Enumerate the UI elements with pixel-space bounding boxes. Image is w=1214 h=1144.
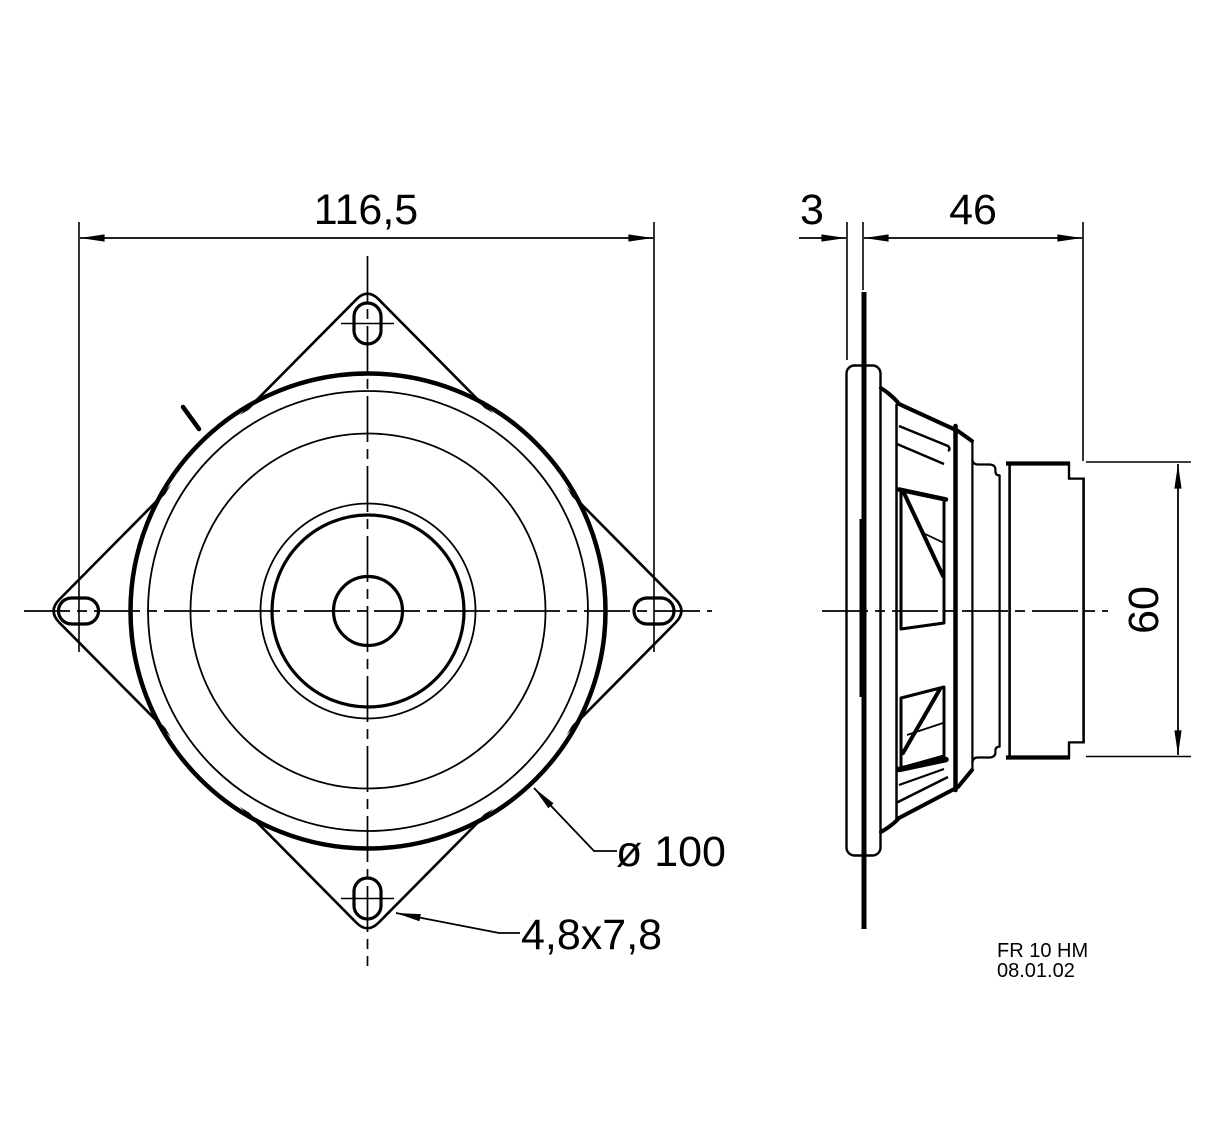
basket-window-top bbox=[899, 488, 946, 631]
window-bottom-brace bbox=[901, 687, 942, 755]
title-block: FR 10 HM 08.01.02 bbox=[997, 940, 1088, 982]
dim-text-60: 60 bbox=[1120, 586, 1168, 634]
label-dia-100: ø 100 bbox=[616, 828, 726, 876]
leader-slot bbox=[395, 912, 520, 934]
basket-window-bottom bbox=[899, 685, 946, 770]
window-bottom-edge bbox=[896, 756, 949, 773]
basket-bottom-mid bbox=[895, 775, 949, 805]
window-top-edge bbox=[896, 487, 949, 502]
basket-top-mid bbox=[898, 424, 951, 453]
basket-top-outer bbox=[879, 386, 974, 443]
drawing-date: 08.01.02 bbox=[997, 960, 1075, 982]
rim-index-tick bbox=[180, 404, 202, 432]
dimensions: 116,5 3 46 60 ø 100 4,8x7,8 bbox=[80, 186, 1191, 959]
window-top-brace bbox=[902, 491, 945, 578]
washer-bottom-step bbox=[971, 745, 1001, 764]
basket-top-inner bbox=[896, 442, 945, 466]
washer-top-step bbox=[971, 458, 1001, 477]
basket-bottom-outer bbox=[879, 768, 974, 834]
front-view bbox=[24, 222, 712, 966]
basket-bottom-inner bbox=[898, 767, 945, 787]
dim-text-46: 46 bbox=[949, 186, 997, 234]
side-view bbox=[822, 292, 1108, 929]
dim-text-3: 3 bbox=[800, 186, 824, 234]
window-top-rib bbox=[920, 531, 945, 544]
leader-dia-100 bbox=[533, 787, 617, 852]
model-name: FR 10 HM bbox=[997, 940, 1088, 962]
window-bottom-rib bbox=[906, 722, 944, 736]
label-slot: 4,8x7,8 bbox=[521, 911, 662, 959]
dim-text-116-5: 116,5 bbox=[314, 186, 418, 234]
